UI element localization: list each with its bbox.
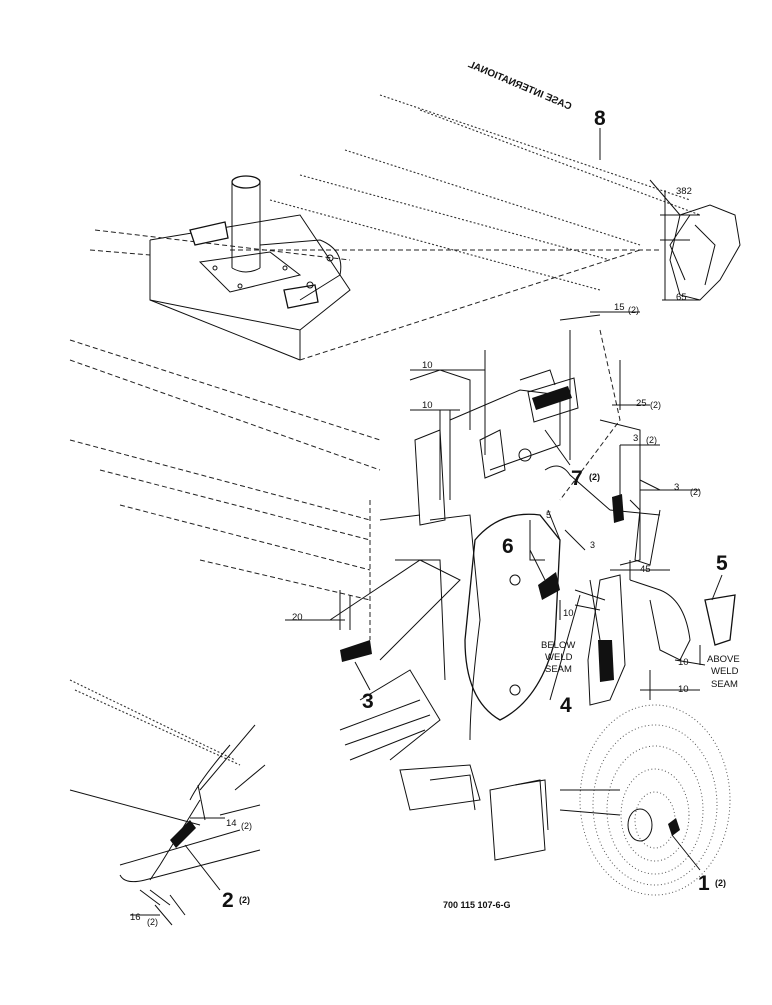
note-below-3: SEAM [545, 664, 572, 675]
dim-14-qty: (2) [241, 821, 252, 831]
dim-10-upper: 10 [422, 360, 433, 371]
dim-25-qty: (2) [650, 400, 661, 410]
decal-6 [538, 572, 560, 600]
dim-15: 15 [614, 302, 625, 313]
decal-7 [532, 386, 572, 410]
decal-1 [668, 818, 680, 836]
inset-guard-tip [69, 679, 266, 906]
dim-3-a: 3 [633, 433, 638, 444]
dim-10-d: 10 [678, 657, 689, 668]
dim-3-b: 3 [674, 482, 679, 493]
note-below-1: BELOW [541, 640, 575, 651]
dim-10-e: 10 [678, 684, 689, 695]
dimension-lines [130, 128, 723, 926]
callout-1-qty: (2) [715, 878, 726, 888]
drawing-number: 700 115 107-6-G [443, 900, 511, 910]
dim-3-c: 3 [590, 540, 595, 550]
dim-14: 14 [226, 818, 237, 829]
decal-2 [170, 820, 196, 848]
callout-2-qty: (2) [239, 895, 250, 905]
decal-7-small [612, 494, 624, 523]
gauge-wheel [489, 704, 731, 896]
callout-labels: 8 7 (2) 6 5 4 3 2 (2) 1 (2) [222, 107, 728, 912]
decal-4 [598, 640, 614, 682]
dimension-labels: 382 65 15 (2) 10 10 25 (2) 3 (2) 3 (2) 5… [130, 186, 701, 927]
note-above-1: ABOVE [707, 654, 740, 665]
decal-3 [340, 640, 372, 662]
note-above-2: WELD [711, 666, 739, 677]
dim-25: 25 [636, 398, 647, 409]
dim-16: 16 [130, 912, 141, 923]
dim-16-qty: (2) [147, 917, 158, 927]
dim-3-b-qty: (2) [690, 487, 701, 497]
callout-3: 3 [362, 690, 374, 713]
callout-2: 2 [222, 889, 234, 912]
weld-seam-notes: BELOW WELD SEAM ABOVE WELD SEAM [541, 640, 740, 690]
callout-1: 1 [698, 872, 710, 895]
hitch-post [189, 175, 342, 309]
side-frame [329, 369, 736, 811]
note-above-3: SEAM [711, 679, 738, 690]
dim-10-mid: 10 [422, 400, 433, 411]
dim-45: 45 [640, 564, 651, 575]
callout-5: 5 [716, 552, 728, 575]
decal-8-brand-text: CASE INTERNATIONAL [466, 59, 573, 113]
dim-65: 65 [676, 292, 687, 303]
header-body [69, 94, 741, 640]
note-below-2: WELD [545, 652, 573, 663]
dim-10-c: 10 [563, 608, 574, 619]
dim-5: 5 [546, 510, 551, 521]
dim-20: 20 [292, 612, 303, 623]
dim-3-a-qty: (2) [646, 435, 657, 445]
dim-382: 382 [676, 186, 692, 197]
callout-7: 7 [571, 467, 583, 490]
callout-8: 8 [594, 107, 606, 130]
callout-4: 4 [560, 694, 572, 717]
dim-15-qty: (2) [628, 305, 639, 315]
callout-6: 6 [502, 535, 514, 558]
callout-7-qty: (2) [589, 472, 600, 482]
